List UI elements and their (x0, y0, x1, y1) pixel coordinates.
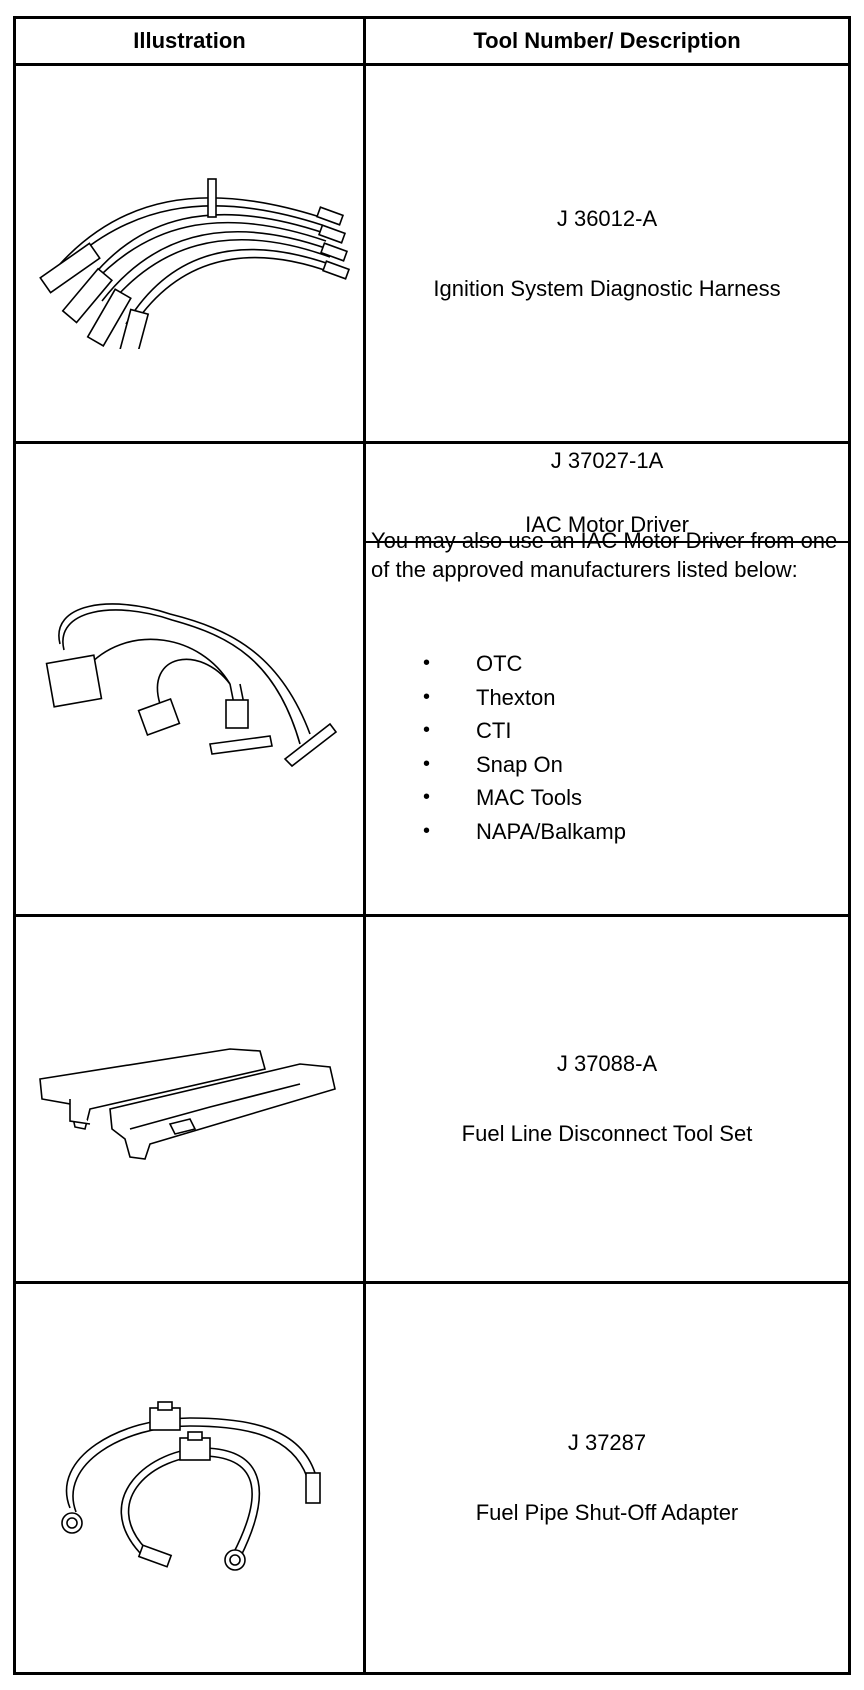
manufacturers-note: You may also use an IAC Motor Driver fro… (371, 528, 838, 582)
row-divider (16, 914, 848, 917)
list-item: CTI (371, 714, 626, 748)
header-divider (16, 63, 848, 66)
list-item: NAPA/Balkamp (371, 815, 626, 849)
row-4-description: J 37287 Fuel Pipe Shut-Off Adapter (366, 1284, 848, 1672)
row-divider (16, 441, 848, 444)
list-item: MAC Tools (371, 781, 626, 815)
list-item: OTC (371, 647, 626, 681)
manufacturer-list: OTC Thexton CTI Snap On MAC Tools NAPA/B… (371, 647, 626, 848)
ignition-harness-icon (16, 66, 363, 441)
tool-description: Fuel Line Disconnect Tool Set (461, 1121, 753, 1146)
tool-number: J 36012-A (556, 205, 658, 231)
iac-motor-driver-icon (16, 444, 363, 914)
tool-number: J 37027-1A (550, 447, 664, 473)
tool-number: J 37287 (567, 1430, 647, 1455)
list-item: Snap On (371, 748, 626, 782)
column-divider (363, 19, 366, 1672)
tools-table: Illustration Tool Number/ Description (13, 16, 851, 1675)
header-tool-description: Tool Number/ Description (473, 28, 741, 53)
fuel-line-disconnect-tool-icon (16, 917, 363, 1281)
cell-divider (366, 541, 848, 543)
tool-description: IAC Motor Driver (525, 511, 689, 537)
tool-description: Fuel Pipe Shut-Off Adapter (475, 1500, 739, 1525)
row-3-description: J 37088-A Fuel Line Disconnect Tool Set (366, 917, 848, 1281)
row-1-description: J 36012-A Ignition System Diagnostic Har… (366, 66, 848, 441)
row-divider (16, 1281, 848, 1284)
tool-description: Ignition System Diagnostic Harness (433, 275, 781, 301)
tool-number: J 37088-A (556, 1051, 658, 1076)
fuel-pipe-adapter-icon (16, 1284, 363, 1672)
row-2-description: J 37027-1A IAC Motor Driver (366, 444, 848, 541)
list-item: Thexton (371, 681, 626, 715)
header-illustration: Illustration (133, 28, 246, 53)
